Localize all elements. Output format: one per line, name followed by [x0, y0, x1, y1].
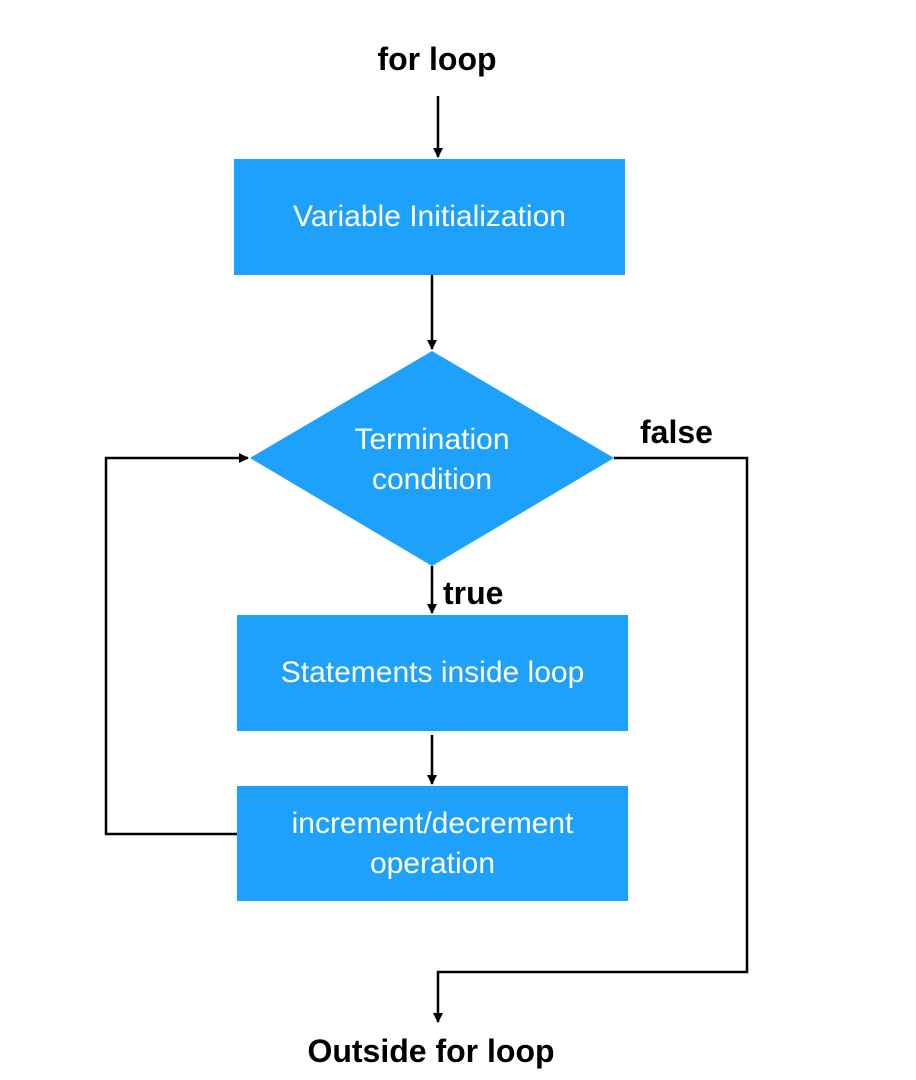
variable-initialization-label: Variable Initialization	[293, 200, 566, 233]
termination-condition-label: Termination condition	[354, 423, 510, 496]
statements-inside-loop-label: Statements inside loop	[280, 656, 585, 689]
variable-initialization-node: Variable Initialization	[234, 159, 625, 275]
loop-back-connector	[104, 453, 249, 836]
statements-inside-loop-node: Statements inside loop	[237, 615, 628, 731]
false-branch-label: false	[640, 414, 713, 450]
decision-diamond	[250, 351, 614, 566]
start-label: for loop	[377, 41, 497, 77]
end-label: Outside for loop	[307, 1033, 555, 1069]
increment-decrement-label: increment/decrement operation	[291, 806, 574, 880]
increment-decrement-node: increment/decrement operation	[237, 786, 628, 901]
true-branch-label: true	[443, 575, 504, 611]
false-exit-connector	[433, 456, 749, 1023]
